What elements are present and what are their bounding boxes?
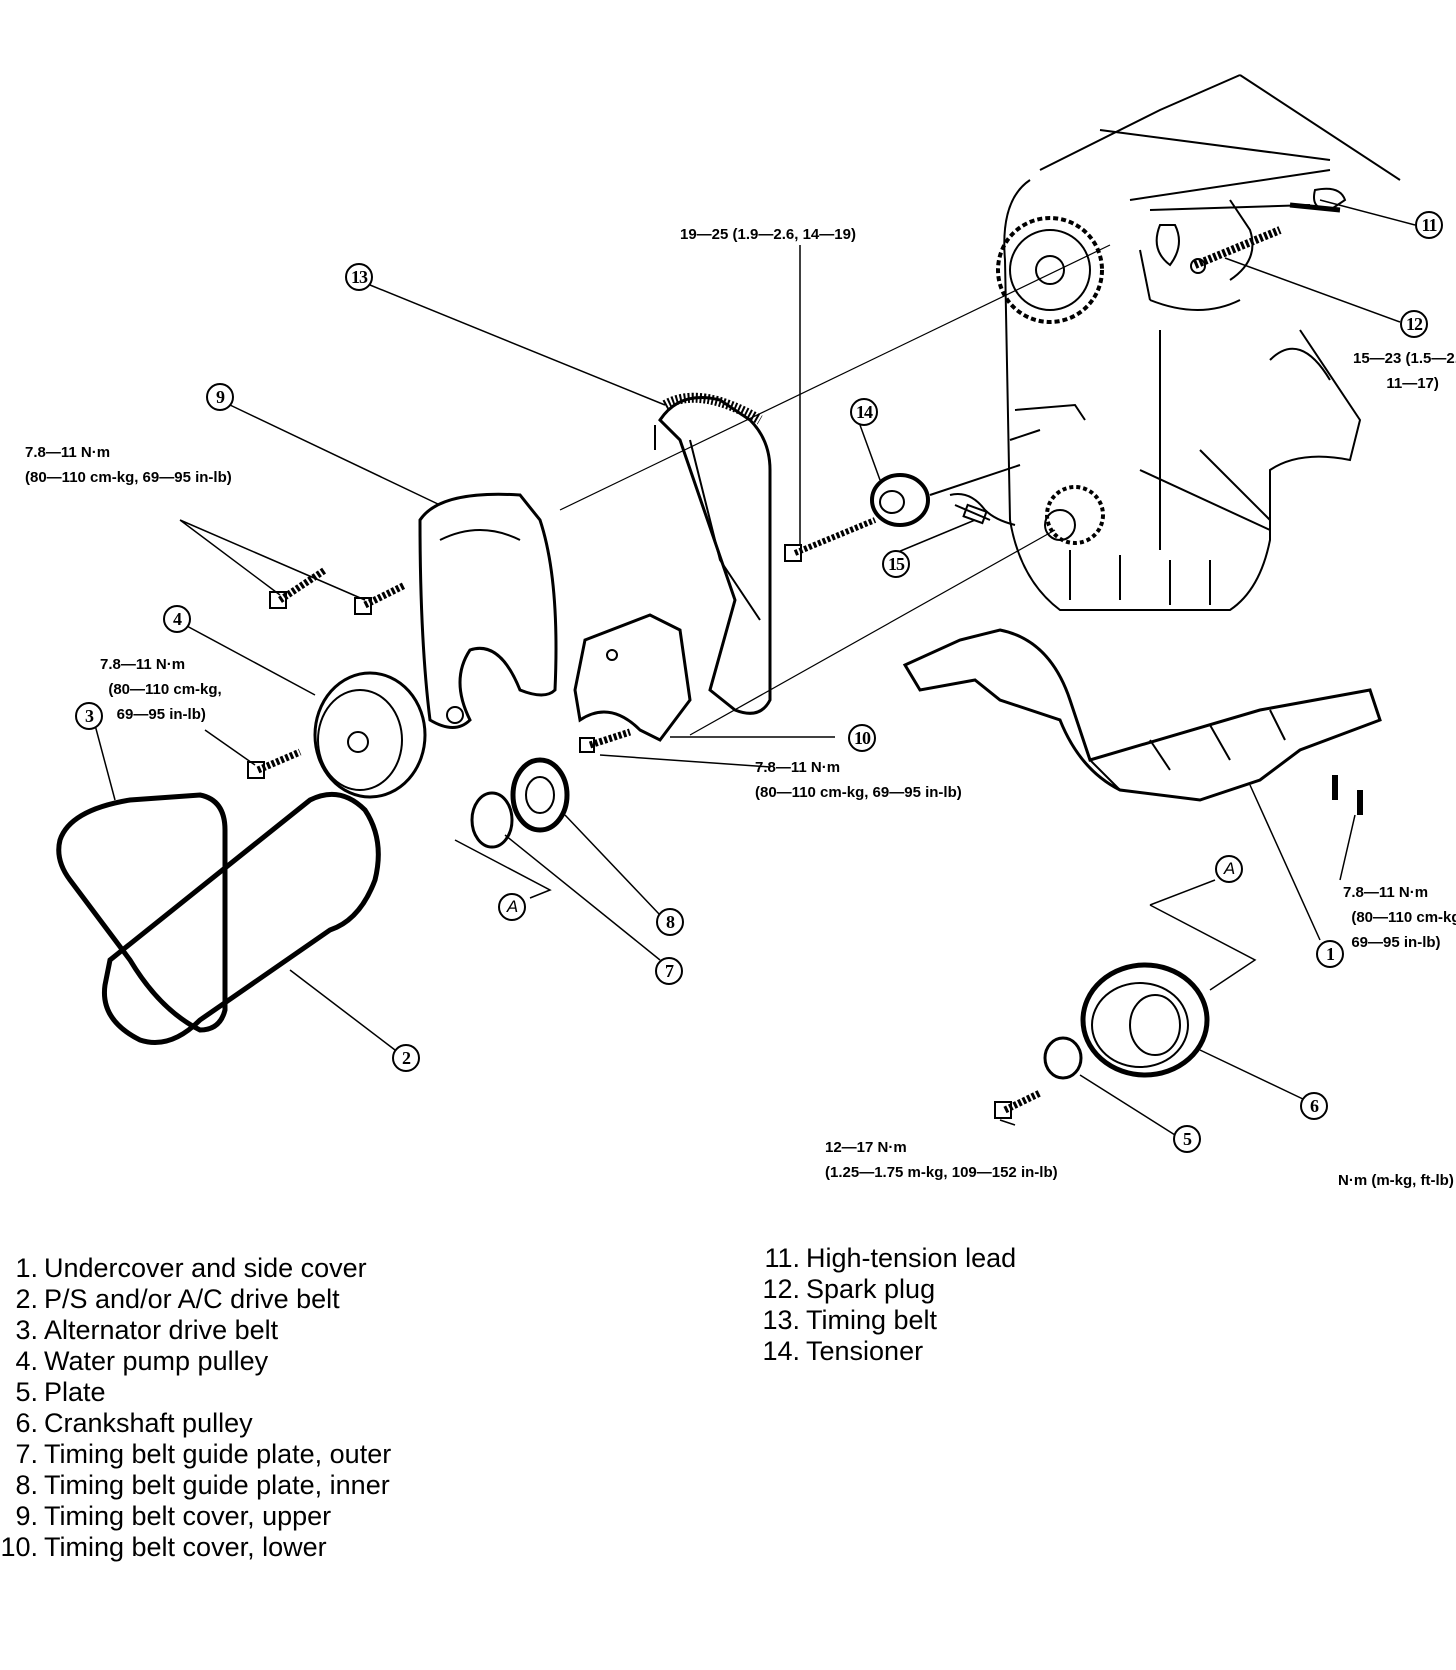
lower-cover-bolt [579, 728, 632, 753]
callout-4: 4 [163, 605, 191, 633]
legend-item: 9.Timing belt cover, upper [15, 1501, 332, 1531]
guide-plate-outer [470, 791, 514, 849]
legend-item: 8.Timing belt guide plate, inner [15, 1470, 390, 1500]
legend-item: 4.Water pump pulley [15, 1346, 269, 1376]
crankshaft-sprocket [1044, 485, 1105, 545]
callout-10: 10 [848, 724, 876, 752]
callout-7: 7 [655, 957, 683, 985]
legend-item: 5.Plate [15, 1377, 106, 1407]
callout-2: 2 [392, 1044, 420, 1072]
callout-12: 12 [1400, 310, 1428, 338]
torque-spec-crankshaft-pulley: 12—17 N·m (1.25—1.75 m-kg, 109—152 in-lb… [825, 1139, 1058, 1181]
callout-1: 1 [1316, 940, 1344, 968]
legend-item: 10.Timing belt cover, lower [0, 1532, 327, 1562]
legend-item: 1.Undercover and side cover [15, 1253, 367, 1283]
legend-item: 3.Alternator drive belt [15, 1315, 279, 1345]
legend-item: 12.Spark plug [762, 1274, 936, 1304]
upper-timing-cover [418, 492, 558, 729]
guide-plate-inner [510, 757, 570, 833]
engine-block [1003, 74, 1401, 611]
timing-belt [654, 392, 772, 715]
lower-timing-cover [573, 613, 692, 742]
legend-item: 7.Timing belt guide plate, outer [15, 1439, 392, 1469]
callout-3: 3 [75, 702, 103, 730]
callout-6: 6 [1300, 1092, 1328, 1120]
callout-8: 8 [656, 908, 684, 936]
upper-cover-bolts [269, 567, 407, 615]
crankshaft-bolt [994, 1089, 1042, 1119]
legend-item: 6.Crankshaft pulley [15, 1408, 253, 1438]
torque-spec-upper-cover-bolts: 7.8—11 N·m (80—110 cm-kg, 69—95 in-lb) [25, 444, 232, 486]
legend-item: 14.Tensioner [762, 1336, 924, 1366]
crankshaft-pulley [1080, 962, 1210, 1078]
units-note: N·m (m-kg, ft-lb) [1338, 1172, 1454, 1189]
callout-11: 11 [1415, 211, 1443, 239]
callout-a-left: A [498, 893, 526, 921]
callout-13: 13 [345, 263, 373, 291]
legend-left: 1.Undercover and side cover 2.P/S and/or… [0, 1253, 391, 1563]
camshaft-sprocket [996, 216, 1104, 324]
alternator-drive-belt [56, 792, 228, 1033]
legend-item: 2.P/S and/or A/C drive belt [15, 1284, 340, 1314]
leader-lines [94, 199, 1416, 1136]
torque-spec-water-pump-pulley: 7.8—11 N·m (80—110 cm-kg, 69—95 in-lb) [100, 656, 222, 723]
exploded-diagram [56, 74, 1416, 1136]
torque-spec-undercover-bolts: 7.8—11 N·m (80—110 cm-kg, 69—95 in-lb) [1343, 884, 1456, 951]
tensioner-bolt [784, 517, 877, 562]
water-pump-pulley [313, 671, 427, 799]
callout-9: 9 [206, 383, 234, 411]
torque-spec-tensioner-bolt: 19—25 (1.9—2.6, 14—19) [680, 226, 856, 243]
legend-right: 11.High-tension lead 12.Spark plug 13.Ti… [762, 1243, 1016, 1367]
callout-5: 5 [1173, 1125, 1201, 1153]
callout-14: 14 [850, 398, 878, 426]
legend-item: 13.Timing belt [762, 1305, 938, 1335]
ps-ac-drive-belt [101, 791, 381, 1045]
torque-spec-spark-plug: 15—23 (1.5—2.3, 11—17) [1353, 350, 1456, 392]
tensioner [870, 464, 1021, 527]
callout-a-right: A [1215, 855, 1243, 883]
legend-item: 11.High-tension lead [764, 1243, 1017, 1273]
torque-spec-lower-cover-bolt: 7.8—11 N·m (80—110 cm-kg, 69—95 in-lb) [755, 759, 962, 801]
tensioner-spring [949, 493, 1016, 526]
spark-plug [1190, 226, 1282, 274]
water-pump-bolt [247, 748, 302, 779]
callout-15: 15 [882, 550, 910, 578]
plate [1043, 1036, 1083, 1080]
undercover-side-cover [902, 628, 1382, 815]
